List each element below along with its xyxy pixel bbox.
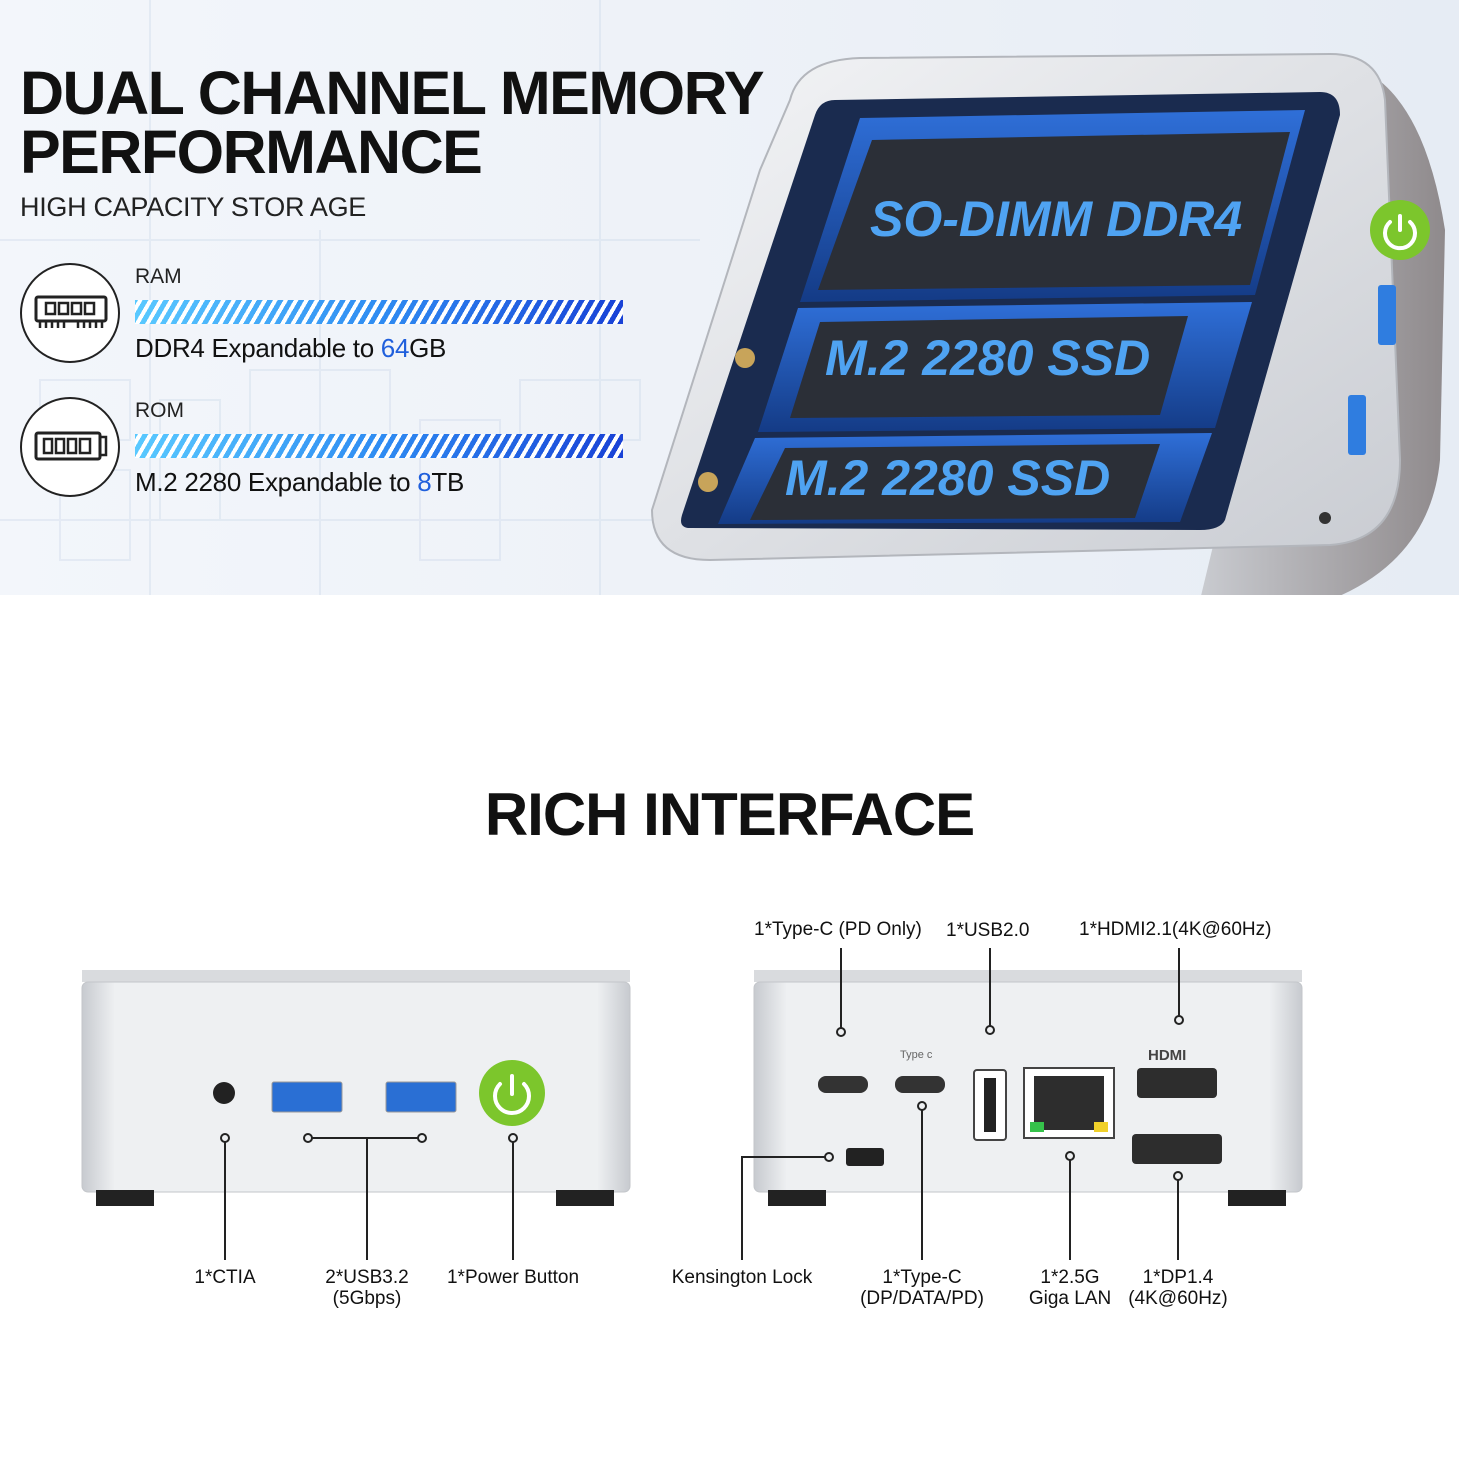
label-kensington: Kensington Lock	[671, 1267, 813, 1288]
displayport-port	[1132, 1134, 1222, 1164]
label-usb2: 1*USB2.0	[946, 920, 1030, 941]
label-usb32: 2*USB3.2(5Gbps)	[325, 1267, 409, 1309]
label-typec-pd: 1*Type-C (PD Only)	[754, 919, 922, 940]
ssd-drive-icon	[20, 397, 120, 497]
front-panel	[81, 970, 631, 1260]
slot-label-ssd-1: M.2 2280 SSD	[825, 330, 1150, 386]
back-panel: Type c HDMI	[741, 948, 1303, 1260]
label-dp: 1*DP1.4(4K@60Hz)	[1128, 1267, 1228, 1309]
hdmi-logo: HDMI	[1148, 1047, 1186, 1064]
circuit-background	[0, 0, 760, 595]
spec-rom-bar	[135, 434, 623, 458]
typec-pd-port	[818, 1076, 868, 1093]
typec-mark: Type c	[900, 1049, 933, 1061]
spec-rom-label: ROM	[135, 399, 184, 422]
label-ctia: 1*CTIA	[194, 1267, 256, 1288]
typec-dp-port	[895, 1076, 945, 1093]
kensington-slot	[846, 1148, 884, 1166]
ram-module-icon	[20, 263, 120, 363]
spec-rom-text: M.2 2280 Expandable to 8TB	[135, 467, 464, 497]
spec-ram-label: RAM	[135, 265, 182, 288]
usb-a-port-2	[385, 1081, 457, 1113]
spec-rom: ROM M.2 2280 Expandable to 8TB	[20, 397, 640, 497]
section-title: RICH INTERFACE	[484, 781, 975, 848]
label-hdmi: 1*HDMI2.1(4K@60Hz)	[1079, 919, 1272, 940]
page-subtitle: HIGH CAPACITY STOR AGE	[20, 192, 366, 222]
spec-ram-text: DDR4 Expandable to 64GB	[135, 333, 447, 363]
slot-label-ddr4: SO-DIMM DDR4	[870, 191, 1242, 247]
label-typec-dp: 1*Type-C(DP/DATA/PD)	[860, 1267, 984, 1309]
label-power-button: 1*Power Button	[446, 1267, 580, 1288]
port-diagram: Type c HDMI	[81, 948, 1303, 1260]
mini-pc-open-illustration: SO-DIMM DDR4 M.2 2280 SSD M.2 2280 SSD	[650, 52, 1445, 595]
usb-a-port-1	[271, 1081, 343, 1113]
hdmi-port	[1137, 1068, 1217, 1098]
headphone-jack	[213, 1082, 235, 1104]
spec-ram: RAM DDR4 Expandable to 64GB	[20, 263, 640, 363]
spec-ram-bar	[135, 300, 623, 324]
slot-label-ssd-2: M.2 2280 SSD	[785, 450, 1110, 506]
